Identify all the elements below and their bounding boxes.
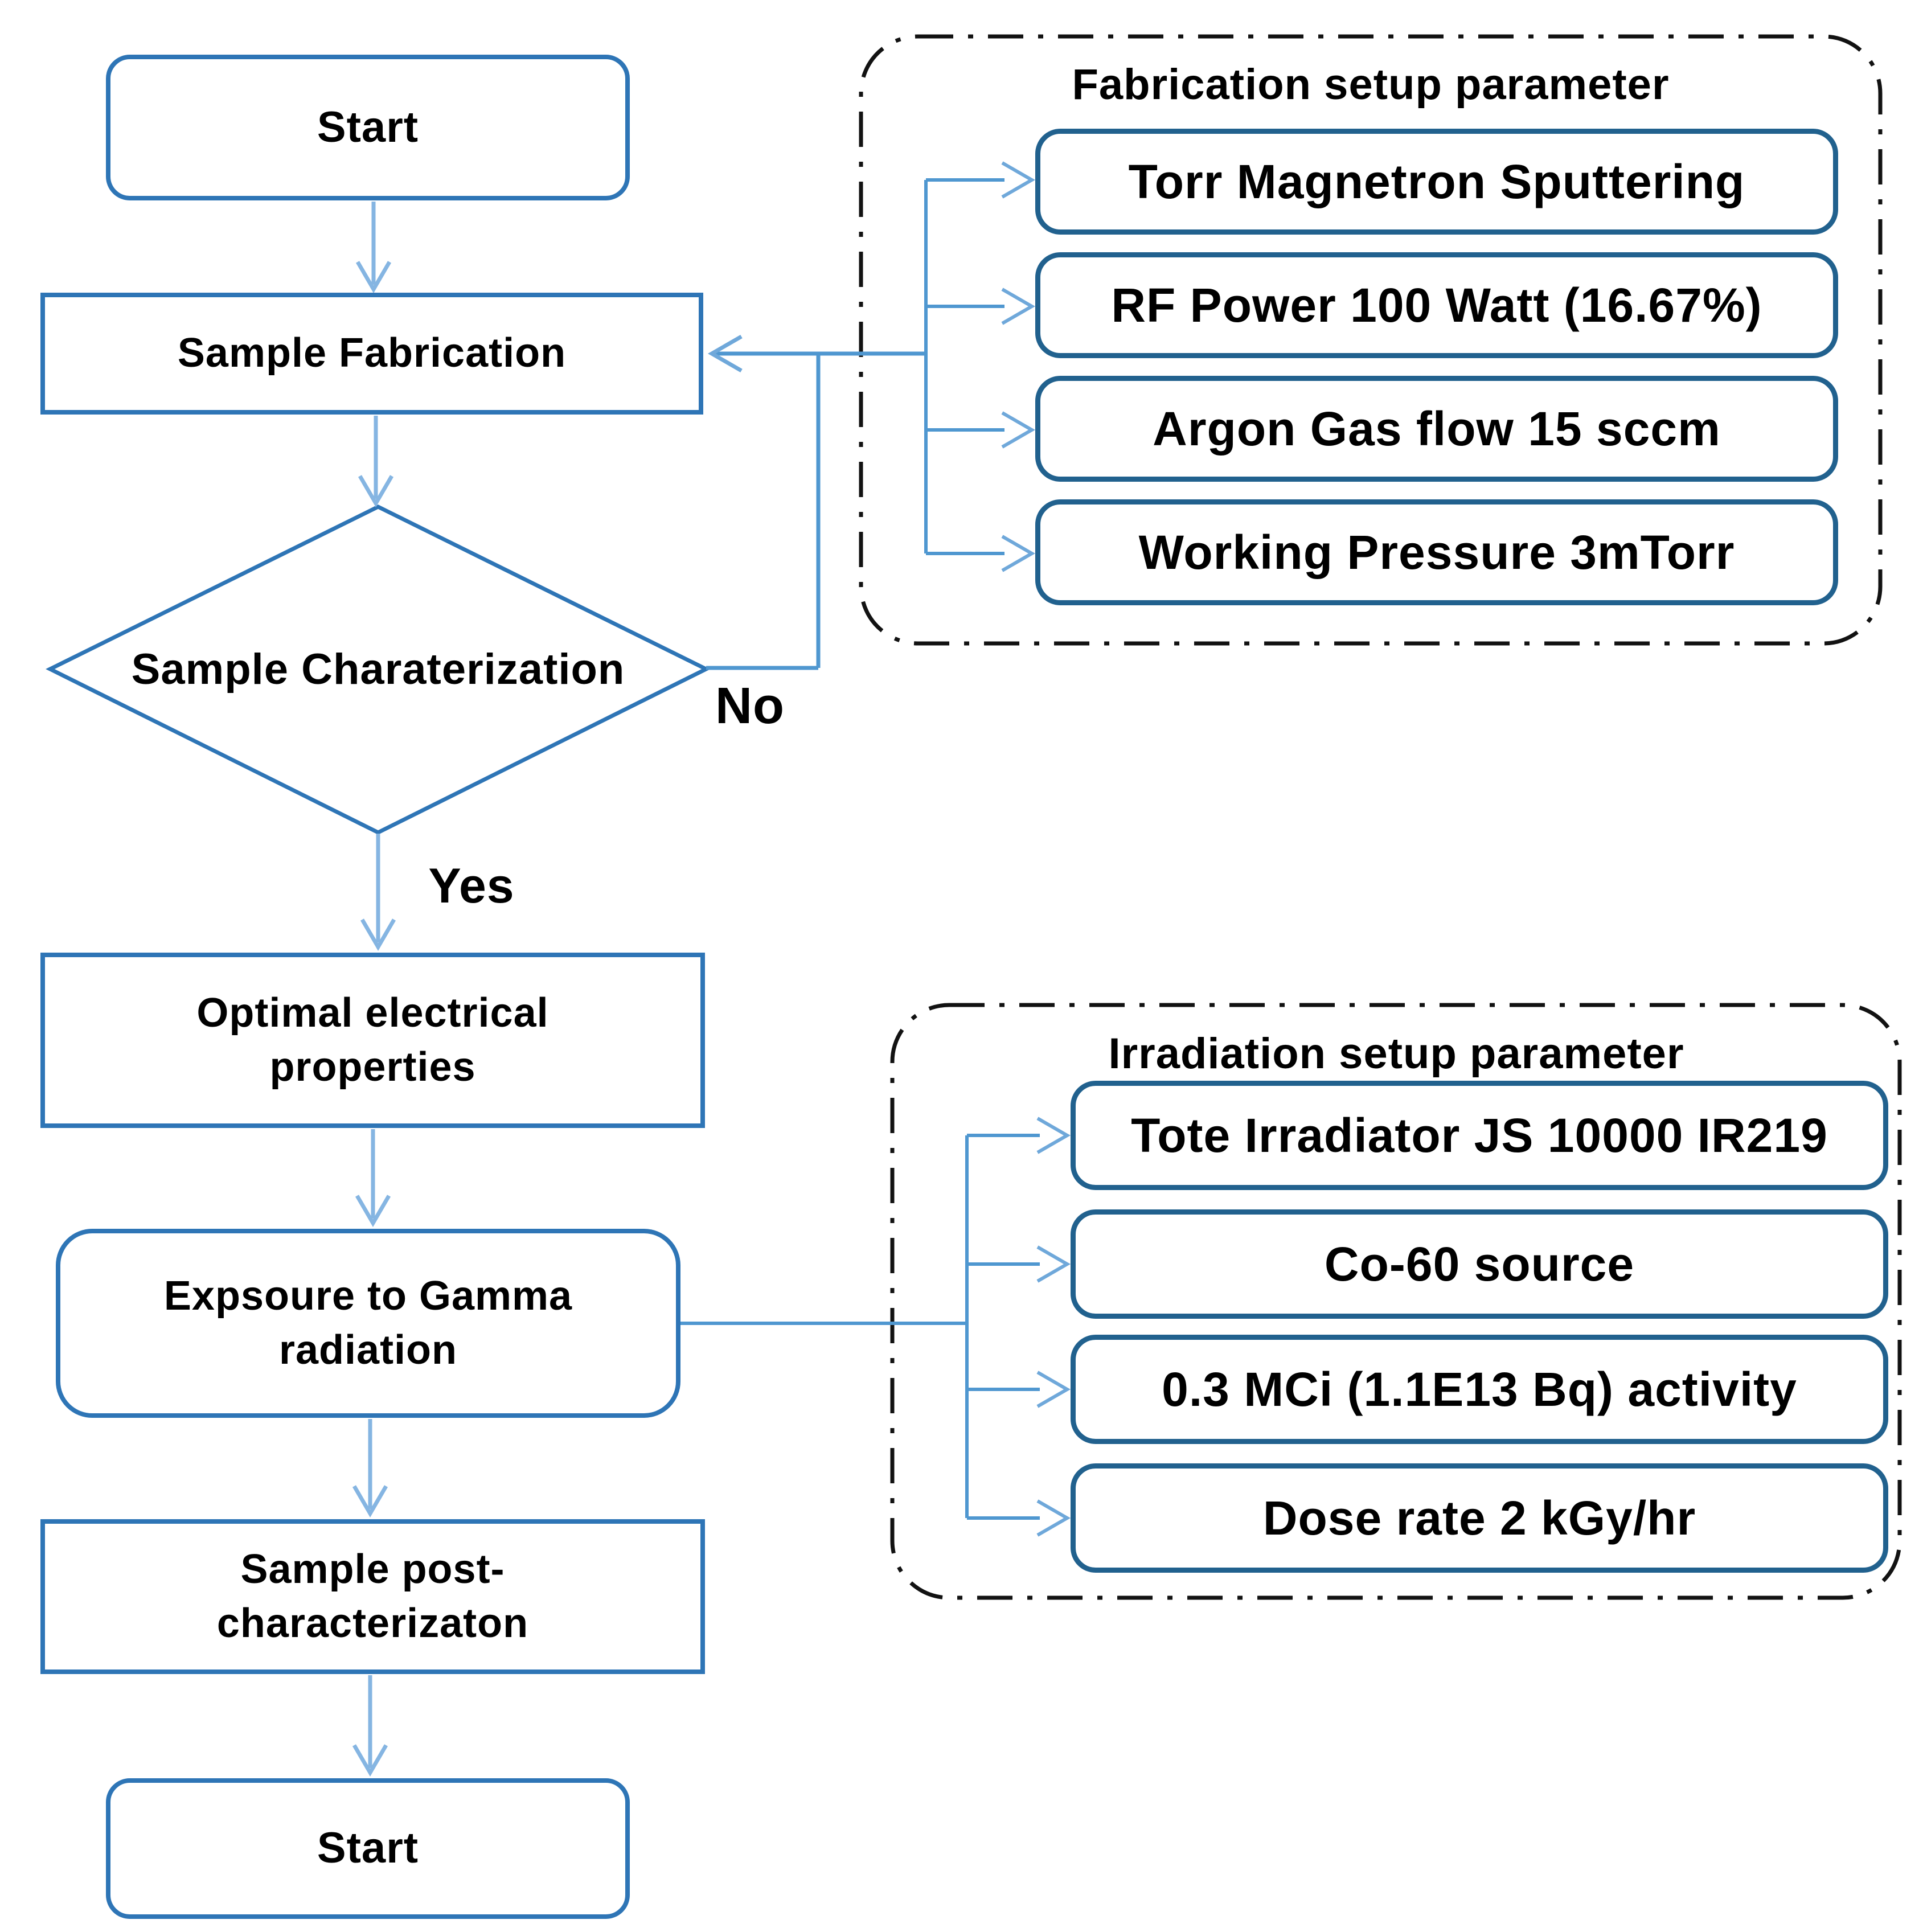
edge-label-no: No — [715, 677, 785, 735]
arrow-start-to-fabrication-head — [355, 261, 392, 293]
flow-node-optimal-electrical-properties: Optimal electrical properties — [40, 953, 705, 1128]
fabrication-panel-title: Fabrication setup parameter — [1072, 60, 1670, 109]
param-box-co60-source: Co-60 source — [1071, 1209, 1888, 1319]
irradiation-panel-title: Irradiation setup parameter — [1108, 1029, 1684, 1078]
no-feedback-path — [706, 334, 926, 670]
param-box-rf-power: RF Power 100 Watt (16.67%) — [1035, 252, 1838, 358]
arrow-post-to-end-head — [352, 1744, 388, 1777]
param-box-activity: 0.3 MCi (1.1E13 Bq) activity — [1071, 1335, 1888, 1444]
flow-node-start-bottom: Start — [106, 1778, 630, 1919]
flow-node-start-top: Start — [106, 55, 630, 200]
fabrication-branches — [924, 161, 1036, 572]
flow-node-sample-fabrication: Sample Fabrication — [40, 293, 703, 415]
edge-label-yes: Yes — [428, 858, 515, 913]
param-box-working-pressure: Working Pressure 3mTorr — [1035, 499, 1838, 605]
fabrication-branch-1-head — [1001, 161, 1036, 199]
decision-diamond-label: Sample Charaterization — [131, 645, 625, 694]
irradiation-branch-2-head — [1036, 1245, 1071, 1283]
fabrication-panel-border — [859, 34, 1883, 646]
fabrication-branch-3-head — [1001, 411, 1036, 449]
param-box-dose-rate: Dose rate 2 kGy/hr — [1071, 1463, 1888, 1573]
flow-node-post-characterization: Sample post- characterizaton — [40, 1519, 705, 1674]
fabrication-branch-2-head — [1001, 288, 1036, 325]
param-box-torr-magnetron-sputtering: Torr Magnetron Sputtering — [1035, 129, 1838, 235]
decision-diamond-shape — [46, 504, 711, 835]
arrow-fabrication-to-decision-head — [358, 475, 394, 507]
param-box-tote-irradiator: Tote Irradiator JS 10000 IR219 — [1071, 1081, 1888, 1190]
irradiation-branch-3-head — [1036, 1371, 1071, 1408]
arrow-optimal-to-gamma-head — [355, 1195, 391, 1227]
arrow-decision-yes-head — [360, 918, 396, 951]
flow-arrows — [352, 202, 396, 1777]
irradiation-branch-4-head — [1036, 1499, 1071, 1537]
feedback-arrowhead — [707, 334, 743, 373]
param-box-argon-gas-flow: Argon Gas flow 15 sccm — [1035, 376, 1838, 482]
irradiation-branches — [680, 1117, 1071, 1537]
flow-node-gamma-exposure: Expsoure to Gamma radiation — [56, 1229, 680, 1418]
irradiation-panel-border — [890, 1003, 1902, 1600]
fabrication-branch-4-head — [1001, 535, 1036, 572]
irradiation-branch-1-head — [1036, 1117, 1071, 1154]
arrow-gamma-to-post-head — [352, 1485, 388, 1517]
